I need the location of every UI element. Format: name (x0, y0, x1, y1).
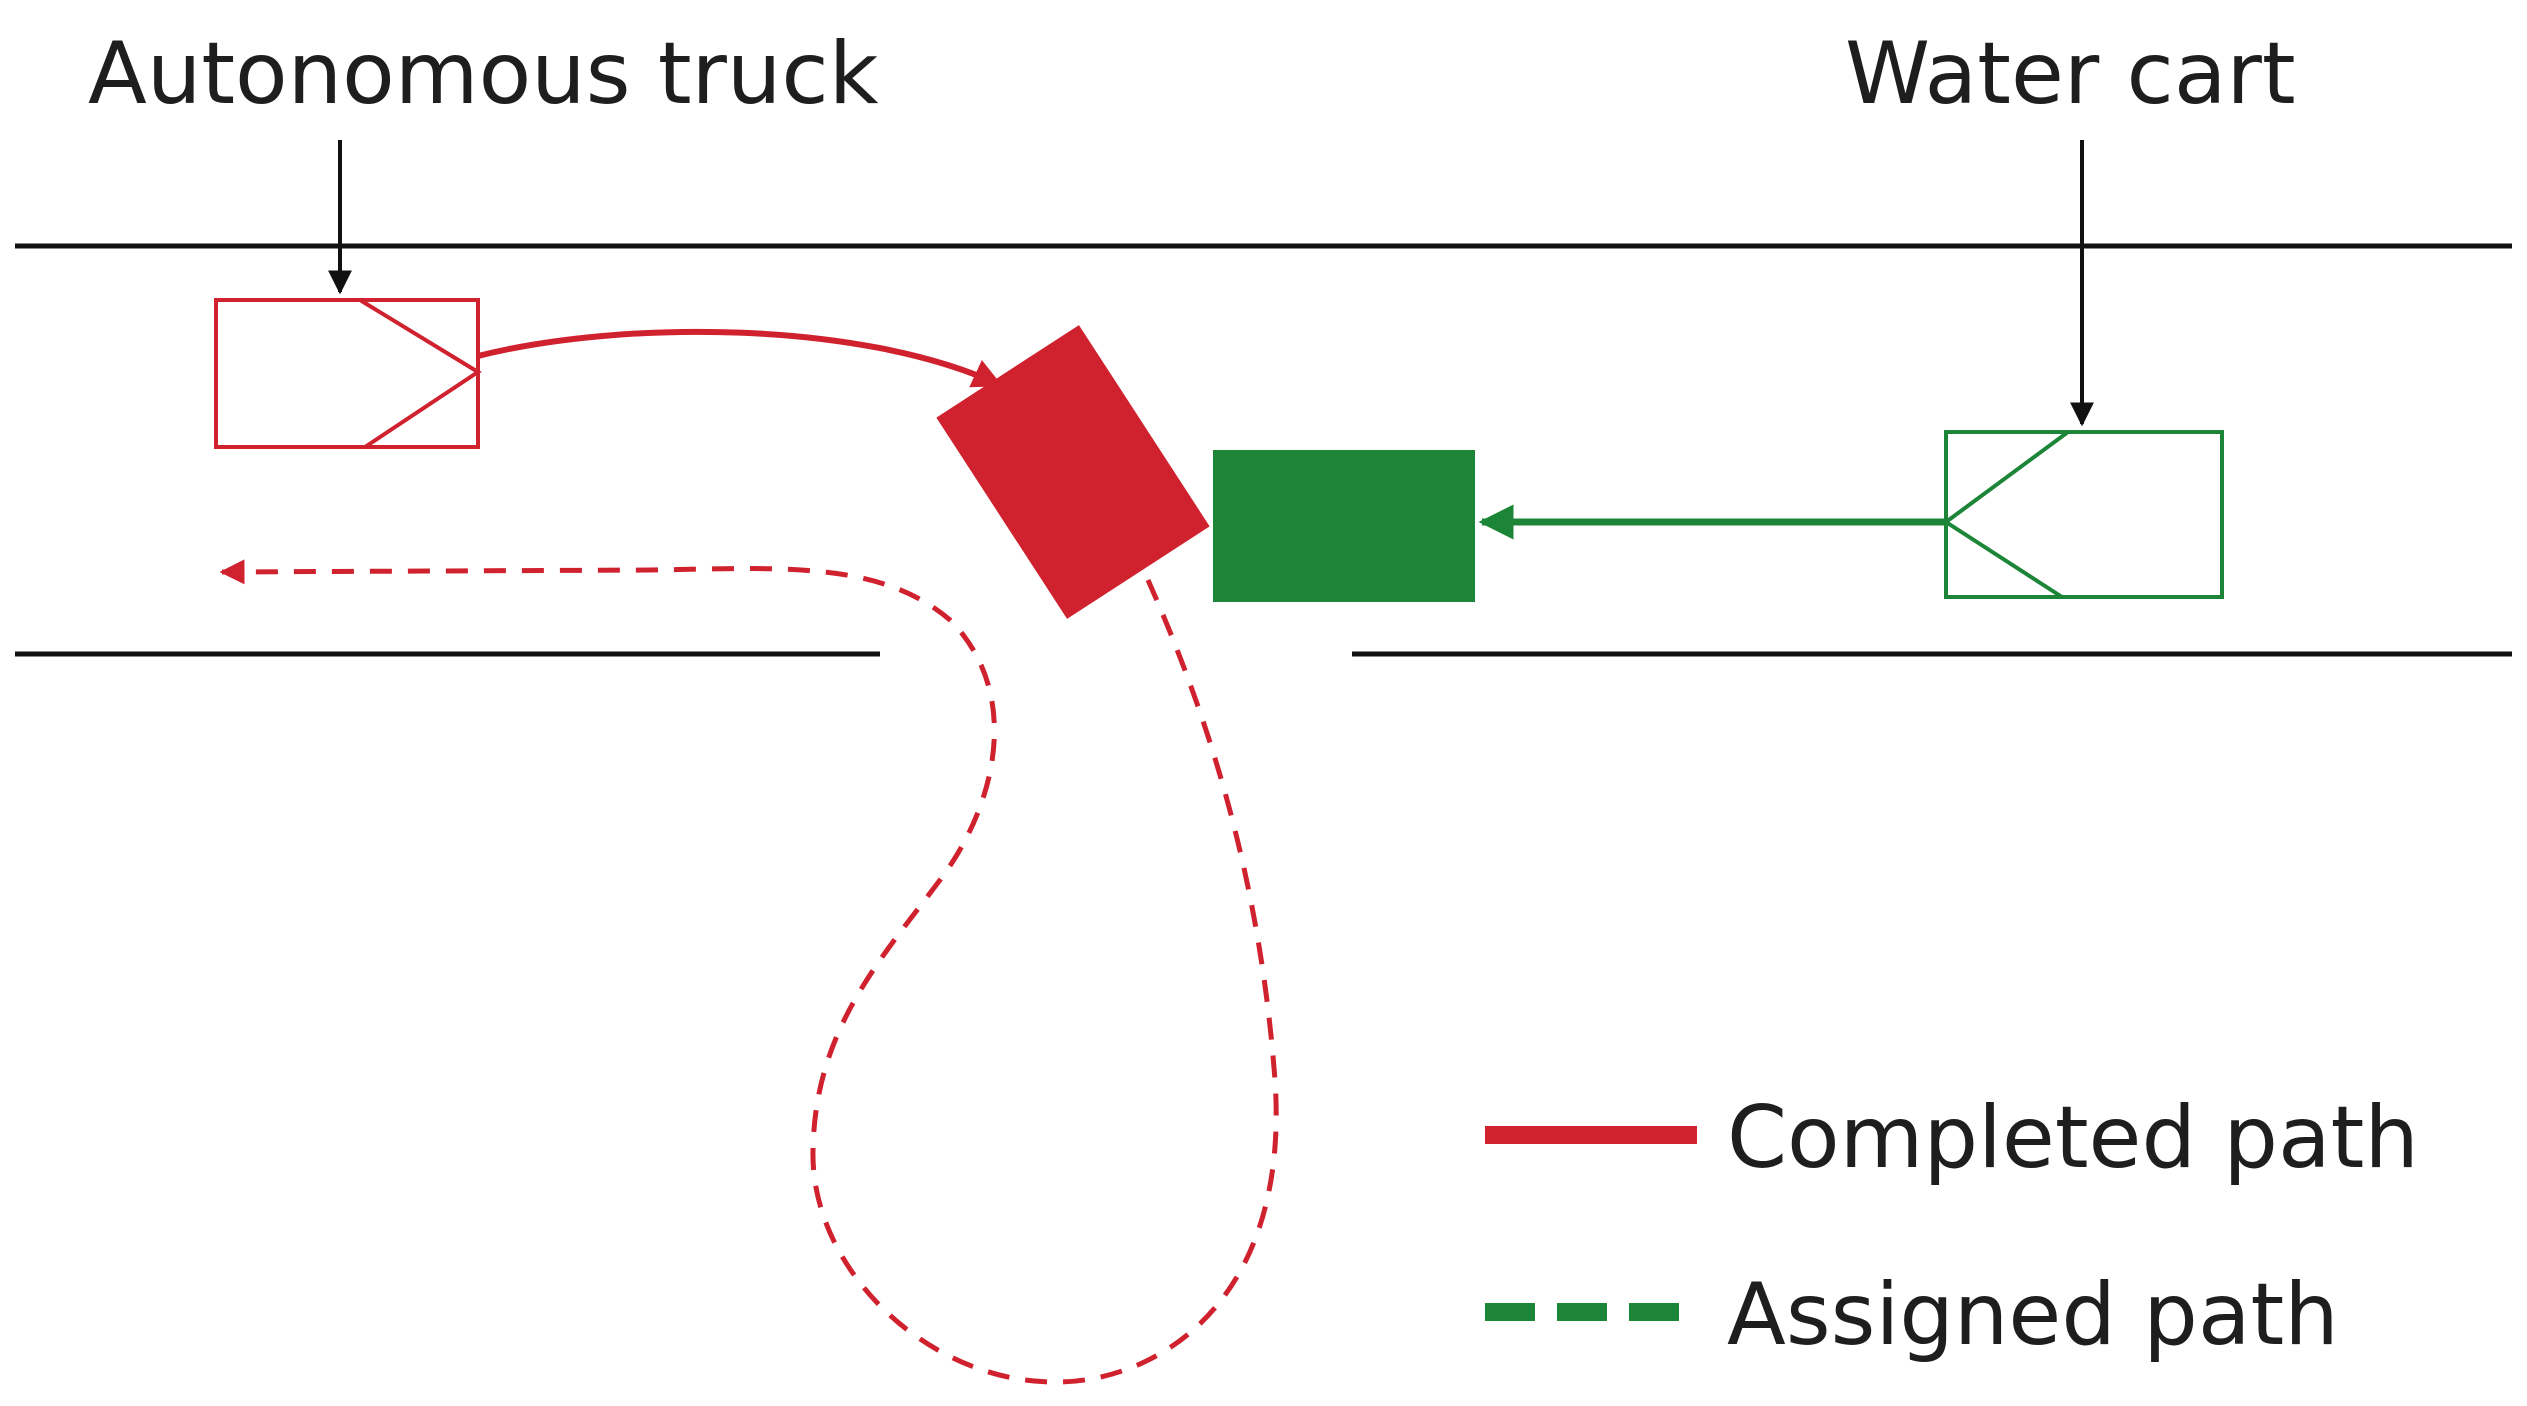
water-cart-start-outline (1942, 430, 2224, 599)
truck-assigned-path (219, 559, 1279, 1385)
water-cart-current-position (1213, 450, 1475, 602)
legend-completed-label: Completed path (1727, 1088, 2419, 1188)
truck-completed-path (477, 328, 1003, 388)
truck-current-position (936, 325, 1210, 619)
truck-start-outline (214, 298, 482, 449)
autonomous-truck-label: Autonomous truck (88, 24, 879, 124)
legend: Completed path Assigned path (1485, 1088, 2419, 1365)
water-cart-label: Water cart (1845, 24, 2296, 124)
legend-assigned-label: Assigned path (1727, 1265, 2339, 1365)
